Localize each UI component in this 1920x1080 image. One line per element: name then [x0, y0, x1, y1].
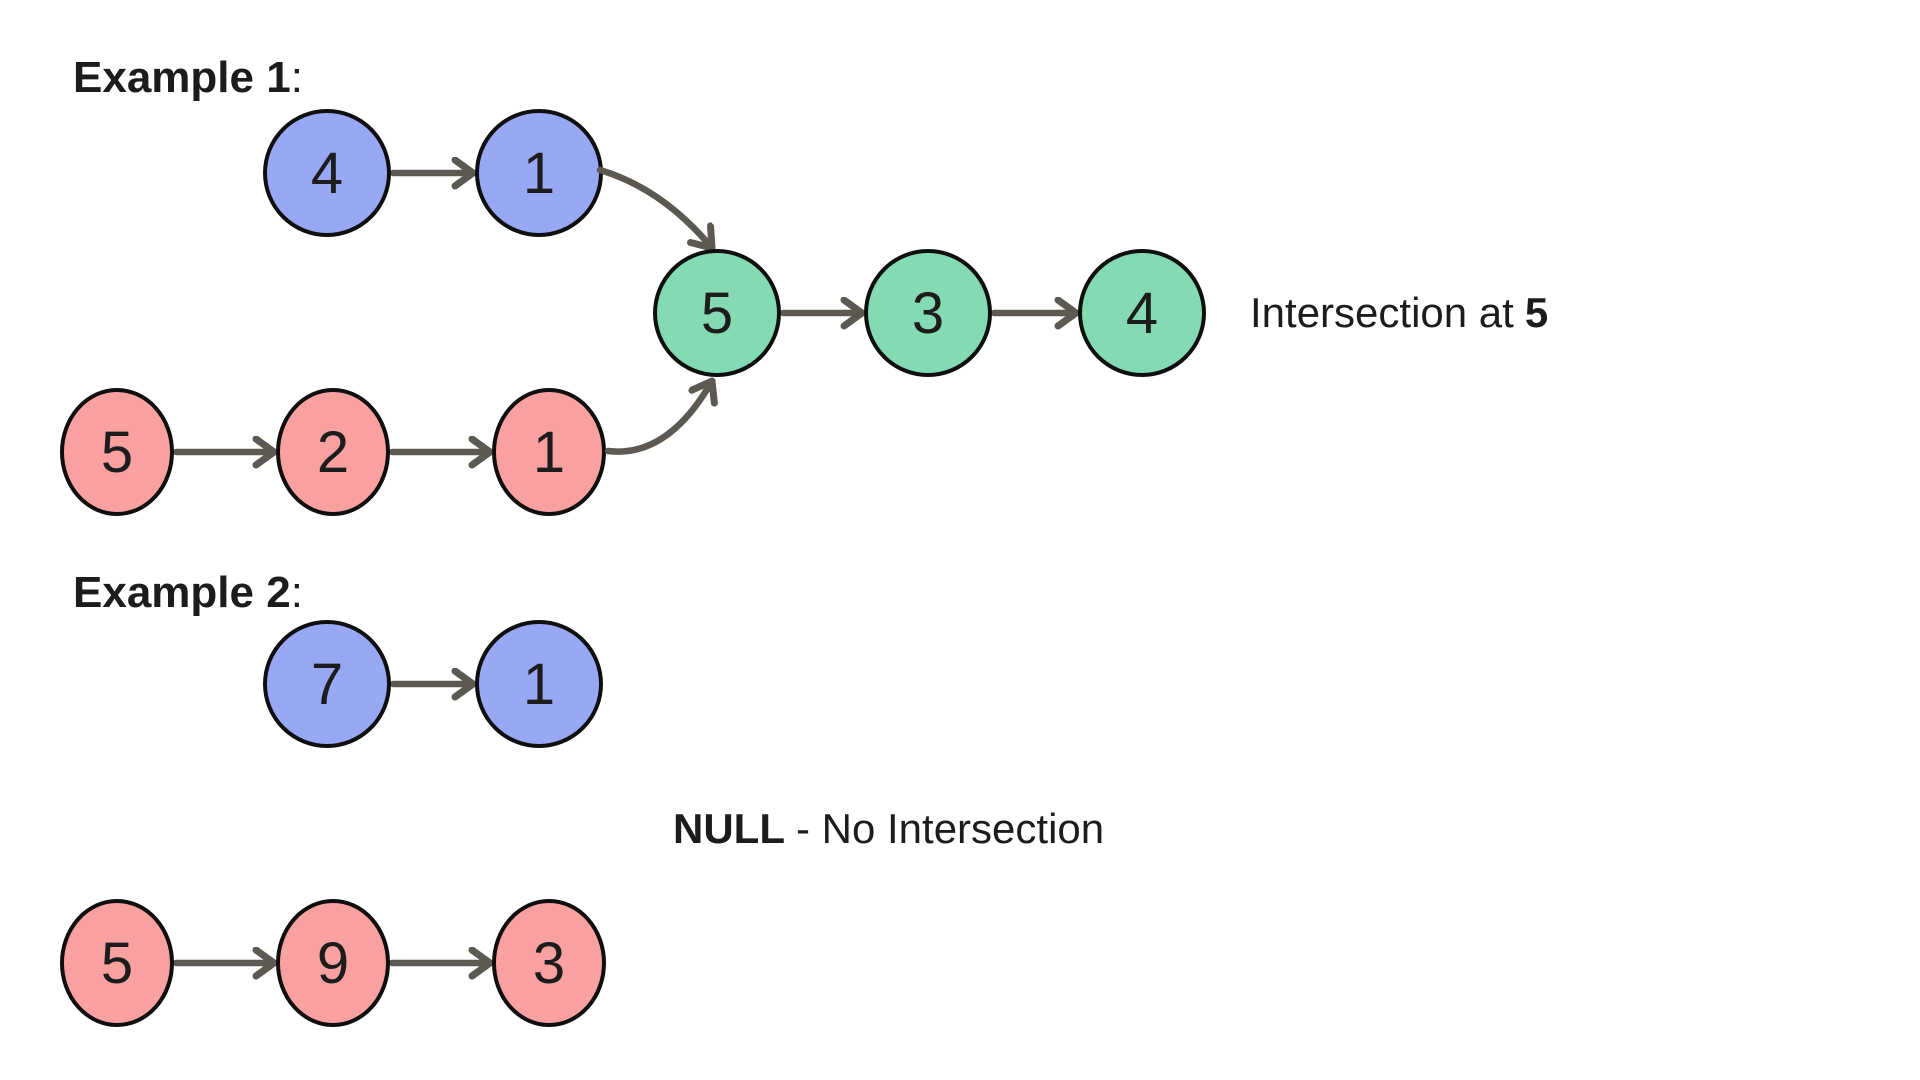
node-value: 1 [533, 420, 565, 485]
node-value: 7 [311, 652, 343, 717]
node-value: 5 [101, 420, 133, 485]
node-value: 2 [317, 420, 349, 485]
example2-annotation-rest: - No Intersection [796, 805, 1104, 852]
node-circle [653, 249, 781, 377]
example1-merged-list: 5 3 4 [653, 249, 1206, 377]
node-value: 1 [523, 652, 555, 717]
node-circle [475, 620, 603, 748]
node-value: 3 [533, 931, 565, 996]
node-circle [60, 899, 174, 1027]
node-circle [263, 109, 391, 237]
example2-annotation: NULL- No Intersection [673, 805, 1104, 852]
curved-arrow-list-a-to-merge [596, 166, 712, 248]
node-value: 5 [101, 931, 133, 996]
example2-list-b: 5 9 3 [60, 899, 606, 1027]
example2-list-a: 7 1 [263, 620, 603, 748]
example1-heading-text: Example 1 [73, 53, 291, 102]
node-value: 5 [701, 281, 733, 346]
example1-annotation-prefix: Intersection at [1250, 289, 1514, 336]
node-circle [492, 388, 606, 516]
node-circle [276, 899, 390, 1027]
example2-heading-text: Example 2 [73, 568, 291, 617]
curved-arrow-list-b-to-merge [604, 381, 712, 455]
node-value: 4 [1126, 281, 1158, 346]
node-circle [864, 249, 992, 377]
node-circle [276, 388, 390, 516]
example1-list-b: 5 2 1 [60, 388, 606, 516]
node-circle [492, 899, 606, 1027]
node-value: 3 [912, 281, 944, 346]
node-value: 9 [317, 931, 349, 996]
example2-heading: Example 2: [73, 568, 303, 617]
node-circle [263, 620, 391, 748]
node-value: 4 [311, 141, 343, 206]
example1-heading: Example 1: [73, 53, 303, 102]
example1-list-a: 4 1 [263, 109, 603, 237]
node-value: 1 [523, 141, 555, 206]
node-circle [60, 388, 174, 516]
node-circle [1078, 249, 1206, 377]
example1-heading-colon: : [291, 53, 303, 102]
example2-heading-colon: : [291, 568, 303, 617]
example2-annotation-null: NULL [673, 805, 785, 852]
example1-annotation-value: 5 [1525, 289, 1548, 336]
